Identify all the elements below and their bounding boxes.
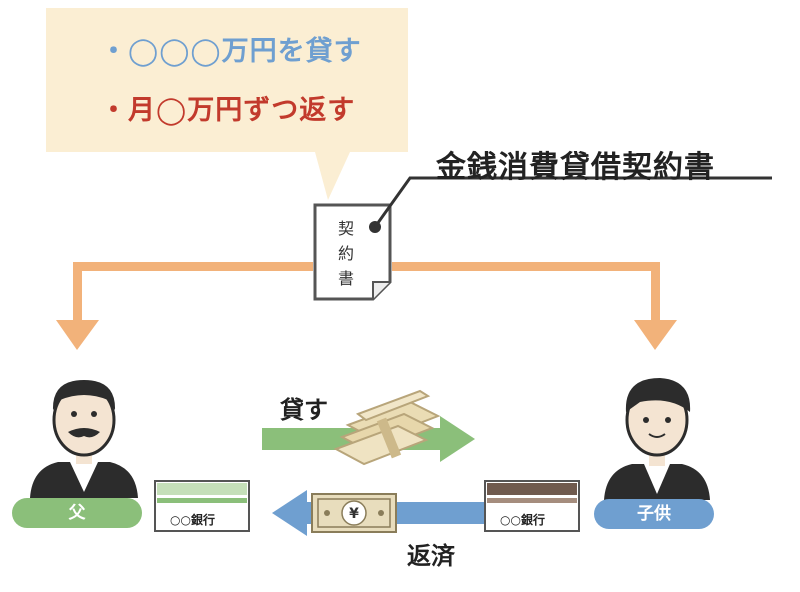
- speech-bubble: [46, 8, 408, 200]
- document-connector: [56, 262, 677, 350]
- bubble-line-lend: ・◯◯◯万円を貸す: [100, 36, 362, 67]
- document-char-3: 書: [338, 269, 355, 288]
- contract-document-icon: [313, 176, 772, 301]
- repay-label: 返済: [407, 542, 455, 570]
- arrow-down-child-icon: [634, 320, 677, 350]
- father-label: 父: [12, 498, 142, 528]
- lend-label: 貸す: [280, 396, 328, 424]
- child-label: 子供: [594, 499, 714, 529]
- child-bank-name: ○○銀行: [500, 513, 545, 527]
- bubble-line-repay: ・月◯万円ずつ返す: [100, 95, 356, 126]
- child-avatar: [604, 378, 710, 500]
- mustache-icon: [68, 428, 100, 438]
- father-bankbook-icon: [154, 480, 250, 532]
- document-title: 金銭消費貸借契約書: [436, 150, 715, 185]
- child-bankbook-icon: [484, 480, 580, 532]
- leader-line: [373, 176, 772, 228]
- father-avatar: [30, 380, 138, 498]
- document-char-2: 約: [338, 244, 355, 263]
- document-char-1: 契: [338, 219, 355, 238]
- banknote-icon: ¥: [311, 493, 397, 533]
- father-bank-name: ○○銀行: [170, 513, 215, 527]
- money-stack-icon: [333, 389, 441, 466]
- yen-symbol: ¥: [349, 506, 359, 522]
- arrow-down-father-icon: [56, 320, 99, 350]
